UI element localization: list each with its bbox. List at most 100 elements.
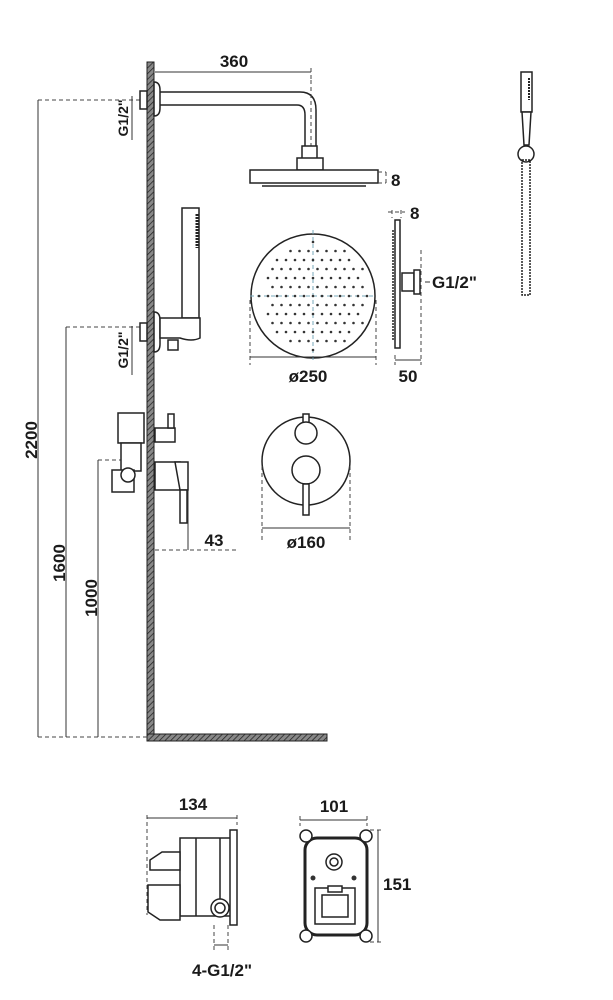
nozzle-dot [271,267,274,271]
nozzle-dot [284,294,288,298]
nozzle-dot [338,294,342,298]
head-thickness-label: 8 [391,171,400,190]
nozzle-dot [307,267,310,271]
nozzle-dot [325,303,328,307]
concealed-box-front-view: 101 151 [299,797,411,943]
nozzle-dot [289,339,292,343]
nozzle-dot [284,258,288,262]
arm-length-label: 360 [220,52,248,71]
nozzle-dot [329,276,333,280]
height-dimensions: 2200 1600 1000 [22,99,150,738]
nozzle-dot [298,303,301,307]
nozzle-dot [293,294,297,298]
nozzle-dot [338,312,342,316]
nozzle-dot [311,258,315,262]
nozzle-dot [266,294,270,298]
nozzle-dot [334,321,337,325]
nozzle-dot [320,258,324,262]
nozzle-dot [307,339,310,343]
concealed-box-side-view: 134 4-G1/2" [146,795,252,980]
nozzle-dot [361,303,364,307]
nozzle-dot [334,339,337,343]
rain-head-side-view: 8 G1/2" 50 [388,204,477,386]
nozzle-dot [257,294,261,298]
nozzle-dot [325,249,328,253]
nozzle-dot [289,321,292,325]
nozzle-dot [307,303,310,307]
nozzle-dot [320,276,324,280]
nozzle-dots [257,240,369,352]
nozzle-dot [343,321,346,325]
nozzle-dot [338,276,342,280]
box-connections-label: 4-G1/2" [192,961,252,980]
nozzle-dot [302,330,306,334]
nozzle-dot [325,267,328,271]
nozzle-dot [289,249,292,253]
nozzle-dot [325,339,328,343]
nozzle-dot [325,285,328,289]
nozzle-dot [329,258,333,262]
nozzle-dot [334,285,337,289]
nozzle-dot [325,321,328,325]
nozzle-dot [320,312,324,316]
nozzle-dot [293,312,297,316]
nozzle-dot [289,267,292,271]
total-height-label: 2200 [22,421,41,459]
nozzle-dot [284,330,288,334]
nozzle-dot [293,276,297,280]
nozzle-dot [266,276,270,280]
mixer-valve-front-view: ø160 [261,413,351,552]
nozzle-dot [275,276,279,280]
nozzle-dot [298,339,301,343]
nozzle-dot [343,303,346,307]
nozzle-dot [298,321,301,325]
nozzle-dot [307,321,310,325]
nozzle-dot [316,303,319,307]
nozzle-dot [284,276,288,280]
box-depth-label: 134 [179,795,208,814]
nozzle-dot [347,294,351,298]
nozzle-dot [289,303,292,307]
nozzle-dot [320,294,324,298]
nozzle-dot [334,267,337,271]
nozzle-dot [361,321,364,325]
handshower-inlet-label: G1/2" [115,332,131,369]
nozzle-dot [334,303,337,307]
nozzle-dot [289,285,292,289]
nozzle-dot [311,312,315,316]
handshower-with-hose [517,71,535,296]
rain-head-front-view: ø250 [249,230,377,386]
nozzle-dot [329,330,333,334]
nozzle-dot [329,294,333,298]
arm-inlet-label: G1/2" [115,100,131,137]
nozzle-dot [352,267,355,271]
head-depth-label: 50 [399,367,418,386]
nozzle-dot [338,258,342,262]
nozzle-dot [307,249,310,253]
valve-projection-label: 43 [205,531,224,550]
nozzle-dot [352,321,355,325]
nozzle-dot [311,294,315,298]
nozzle-dot [347,312,351,316]
plate-diameter-label: ø160 [287,533,326,552]
nozzle-dot [280,267,283,271]
nozzle-dot [356,276,360,280]
nozzle-dot [275,258,279,262]
nozzle-dot [311,240,315,244]
nozzle-dot [343,285,346,289]
nozzle-dot [320,330,324,334]
nozzle-dot [298,267,301,271]
nozzle-dot [316,267,319,271]
nozzle-dot [271,285,274,289]
nozzle-dot [365,294,369,298]
nozzle-dot [280,285,283,289]
nozzle-dot [356,294,360,298]
nozzle-dot [347,258,351,262]
nozzle-dot [352,303,355,307]
nozzle-dot [311,276,315,280]
valve-height-label: 1000 [82,579,101,617]
nozzle-dot [316,249,319,253]
nozzle-dot [302,258,306,262]
nozzle-dot [316,339,319,343]
